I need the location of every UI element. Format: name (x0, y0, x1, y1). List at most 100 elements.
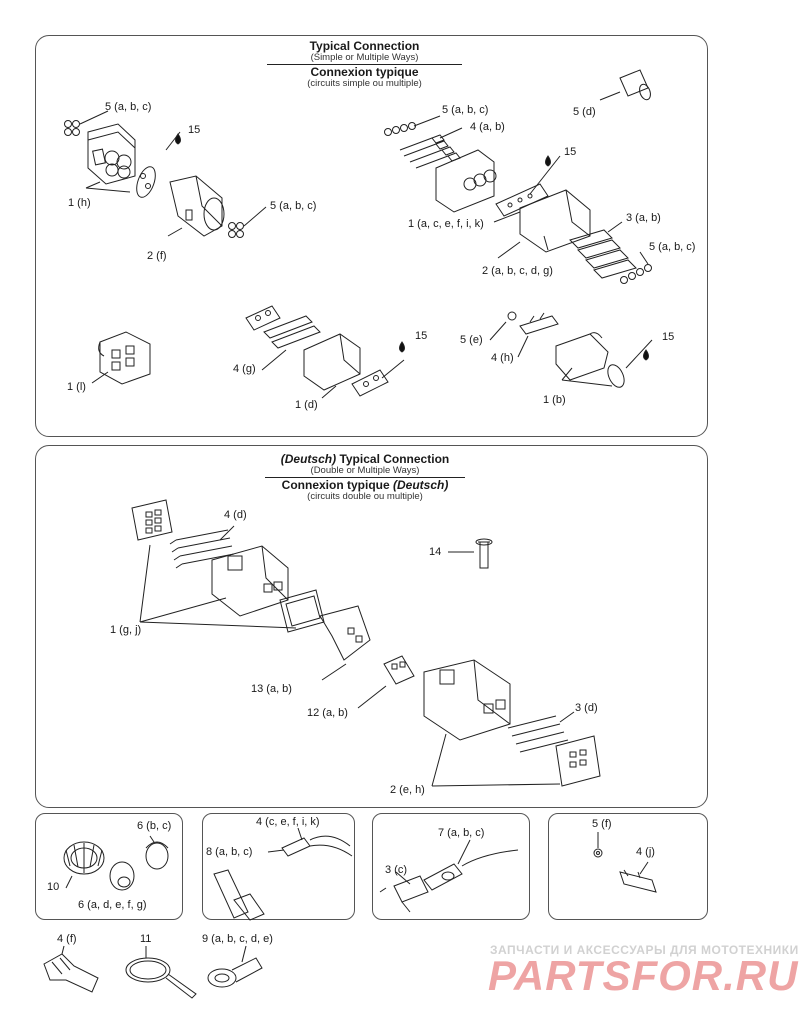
wedge-lock-12ab (383, 655, 415, 685)
seal-cluster-top-left (64, 120, 80, 136)
watermark-tagline: ЗАПЧАСТИ И АКСЕССУАРЫ ДЛЯ МОТОТЕХНИКИ (490, 943, 799, 957)
wires-4d (169, 529, 235, 569)
callout-5e: 5 (e) (460, 334, 483, 346)
section2-title-fr-brand: (Deutsch) (393, 478, 449, 492)
callout-15-bottom-mid: 15 (415, 330, 428, 342)
callout-10: 10 (47, 881, 60, 893)
section1-subtitle: (Simple or Multiple Ways) (310, 52, 419, 63)
callout-1gj: 1 (g, j) (110, 624, 142, 636)
connector-2f (169, 175, 225, 237)
cable-tie-11 (125, 957, 197, 999)
terminals-4g (263, 315, 321, 349)
terminal-4j (619, 869, 657, 893)
wires-3d (507, 715, 569, 753)
connector-2a (519, 189, 591, 253)
callout-5d: 5 (d) (573, 106, 596, 118)
panel-terminal (548, 813, 708, 920)
grease-drop-icon (175, 133, 181, 145)
panel-deutsch-connection (35, 445, 708, 808)
callout-1acefik: 1 (a, c, e, f, i, k) (408, 218, 484, 230)
callout-1d: 1 (d) (295, 399, 318, 411)
grommet-6bc (145, 841, 169, 870)
seal-1gj-left (131, 499, 173, 541)
seal-1gj-right (279, 589, 325, 633)
panel-grommets (35, 813, 183, 920)
socket-terminals-3ab (569, 229, 637, 279)
seal-1h (136, 166, 156, 198)
section2-divider (265, 477, 465, 478)
callout-8abc: 8 (a, b, c) (206, 846, 253, 858)
section2-subtitle: (Double or Multiple Ways) (310, 465, 420, 476)
seal-5e (507, 311, 517, 321)
callout-4g: 4 (g) (233, 363, 256, 375)
section1-title-fr: Connexion typique (310, 65, 419, 79)
callout-13ab: 13 (a, b) (251, 683, 292, 695)
callout-1l: 1 (l) (67, 381, 86, 393)
callout-15-bottom-right: 15 (662, 331, 675, 343)
callout-2eh: 2 (e, h) (390, 784, 425, 796)
section2-header: (Deutsch) Typical Connection (Double or … (265, 453, 465, 502)
splice-8abc (213, 869, 265, 921)
callout-3d: 3 (d) (575, 702, 598, 714)
callout-11: 11 (140, 933, 152, 945)
seal-cluster-2f (228, 222, 244, 238)
section2-title-brand: (Deutsch) (280, 452, 337, 466)
wire-terminal-4c (281, 835, 353, 857)
section1-title: Typical Connection (309, 39, 420, 53)
callout-1h: 1 (h) (68, 197, 91, 209)
grommet-6adefg (109, 861, 135, 891)
connector-1d (303, 333, 361, 391)
callout-4h: 4 (h) (491, 352, 514, 364)
callout-15-left: 15 (188, 124, 201, 136)
callout-1b: 1 (b) (543, 394, 566, 406)
section2-title-fr: Connexion typique (Deutsch) (265, 479, 465, 492)
callout-9abcde: 9 (a, b, c, d, e) (202, 933, 273, 945)
seal-5f (593, 848, 603, 858)
callout-14: 14 (429, 546, 442, 558)
wedge-lock-13ab (319, 605, 371, 661)
section2-title-text: Typical Connection (339, 452, 450, 466)
section1-subtitle-fr: (circuits simple ou multiple) (307, 78, 422, 89)
plug-1gj (211, 545, 289, 617)
receptacle-2eh (423, 659, 511, 741)
panel-typical-connection (35, 35, 708, 437)
seal-1d (351, 369, 389, 397)
callout-4j: 4 (j) (636, 846, 655, 858)
callout-4d: 4 (d) (224, 509, 247, 521)
callout-7abc: 7 (a, b, c) (438, 827, 485, 839)
watermark-logo: PARTSFOR.RU (488, 952, 799, 999)
seal-cluster-right (620, 264, 652, 284)
callout-2f: 2 (f) (147, 250, 167, 262)
connector-3c (379, 875, 429, 913)
callout-6bc: 6 (b, c) (137, 820, 172, 832)
callout-5abc-right: 5 (a, b, c) (649, 241, 696, 253)
ring-terminal-9 (207, 957, 263, 988)
seal-cluster-top-right (384, 122, 416, 136)
section1-header: Typical Connection (Simple or Multiple W… (267, 40, 462, 89)
connector-1b (555, 332, 625, 388)
terminal-4f (43, 953, 99, 993)
panel-splice (202, 813, 355, 920)
seal-2eh (555, 735, 601, 787)
wire-7abc (423, 849, 519, 891)
seal-plug-5d (619, 69, 651, 101)
callout-5abc-top-left: 5 (a, b, c) (105, 101, 152, 113)
callout-2abcdg: 2 (a, b, c, d, g) (482, 265, 553, 277)
callout-6adefg: 6 (a, d, e, f, g) (78, 899, 147, 911)
seal-4g (245, 305, 281, 331)
connector-1l (98, 331, 151, 385)
callout-5abc-top-right: 5 (a, b, c) (442, 104, 489, 116)
section2-title: (Deutsch) Typical Connection (265, 453, 465, 466)
callout-3c: 3 (c) (385, 864, 407, 876)
grease-drop-icon (545, 155, 551, 167)
callout-15-right: 15 (564, 146, 577, 158)
section1-divider (267, 64, 462, 65)
callout-12ab: 12 (a, b) (307, 707, 348, 719)
callout-4ab: 4 (a, b) (470, 121, 505, 133)
section2-title-fr-text: Connexion typique (281, 478, 390, 492)
panel-wire-connector (372, 813, 530, 920)
callout-4cefik: 4 (c, e, f, i, k) (256, 816, 320, 828)
callout-3ab: 3 (a, b) (626, 212, 661, 224)
grease-drop-icon (399, 341, 405, 353)
